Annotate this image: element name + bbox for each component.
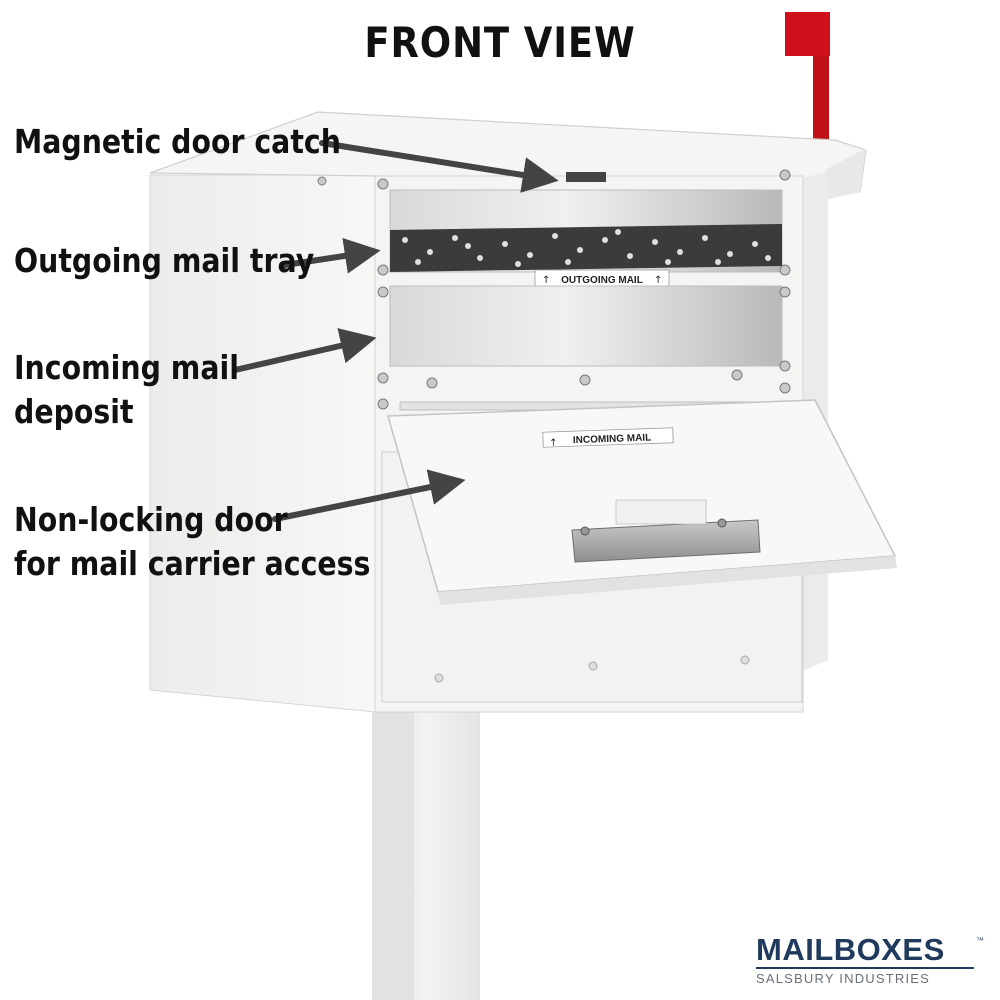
plate-screw (717, 518, 727, 528)
page-title: FRONT VIEW (364, 18, 636, 67)
callout-non-locking-door: Non-locking door for mail carrier access (14, 498, 370, 586)
incoming-up-arrow: ↑ (549, 438, 558, 449)
arrow-carrier-door (272, 469, 466, 522)
brand-trademark: ™ (976, 936, 984, 945)
callout-line: for mail carrier access (14, 544, 371, 583)
mailbox-post-side (372, 700, 414, 1000)
brand-subtitle: SALSBURY INDUSTRIES (756, 971, 931, 986)
callout-line: Incoming mail (14, 348, 239, 387)
callout-line: Non-locking door (14, 500, 288, 539)
flag-red (785, 12, 830, 56)
outgoing-up-arrow-right: ↑ (654, 275, 662, 286)
incoming-mail-label: INCOMING MAIL (573, 432, 652, 446)
callout-magnetic-door-catch: Magnetic door catch (14, 120, 341, 164)
magnetic-catch (566, 172, 606, 182)
callout-line: Magnetic door catch (14, 122, 341, 161)
lower-rivet (434, 673, 444, 683)
arrow-incoming-deposit (232, 328, 377, 373)
callout-outgoing-mail-tray: Outgoing mail tray (14, 239, 314, 283)
brand-logo: MAILBOXES ™ SALSBURY INDUSTRIES (756, 932, 984, 986)
lower-rivet (588, 661, 598, 671)
flag-arm (813, 30, 829, 145)
callout-line: deposit (14, 392, 134, 431)
arrow-outgoing-tray (282, 238, 381, 274)
outgoing-mail-label: OUTGOING MAIL (561, 275, 643, 286)
lower-rivet (740, 655, 750, 665)
callout-incoming-mail-deposit: Incoming mail deposit (14, 346, 239, 434)
incoming-label-plate (542, 427, 674, 448)
arrow-magnetic-catch (319, 140, 559, 193)
incoming-window (389, 285, 783, 367)
brand-divider (756, 967, 974, 969)
tray-dots (402, 229, 771, 267)
plate-screw (580, 526, 590, 536)
callout-line: Outgoing mail tray (14, 241, 315, 280)
outgoing-tray (390, 224, 782, 272)
address-plate-sticker (615, 499, 707, 525)
carrier-door-lip (438, 556, 897, 605)
outgoing-up-arrow-left: ↑ (542, 275, 550, 286)
mailbox-roof-edge (825, 148, 866, 200)
brand-name: MAILBOXES (756, 932, 945, 967)
